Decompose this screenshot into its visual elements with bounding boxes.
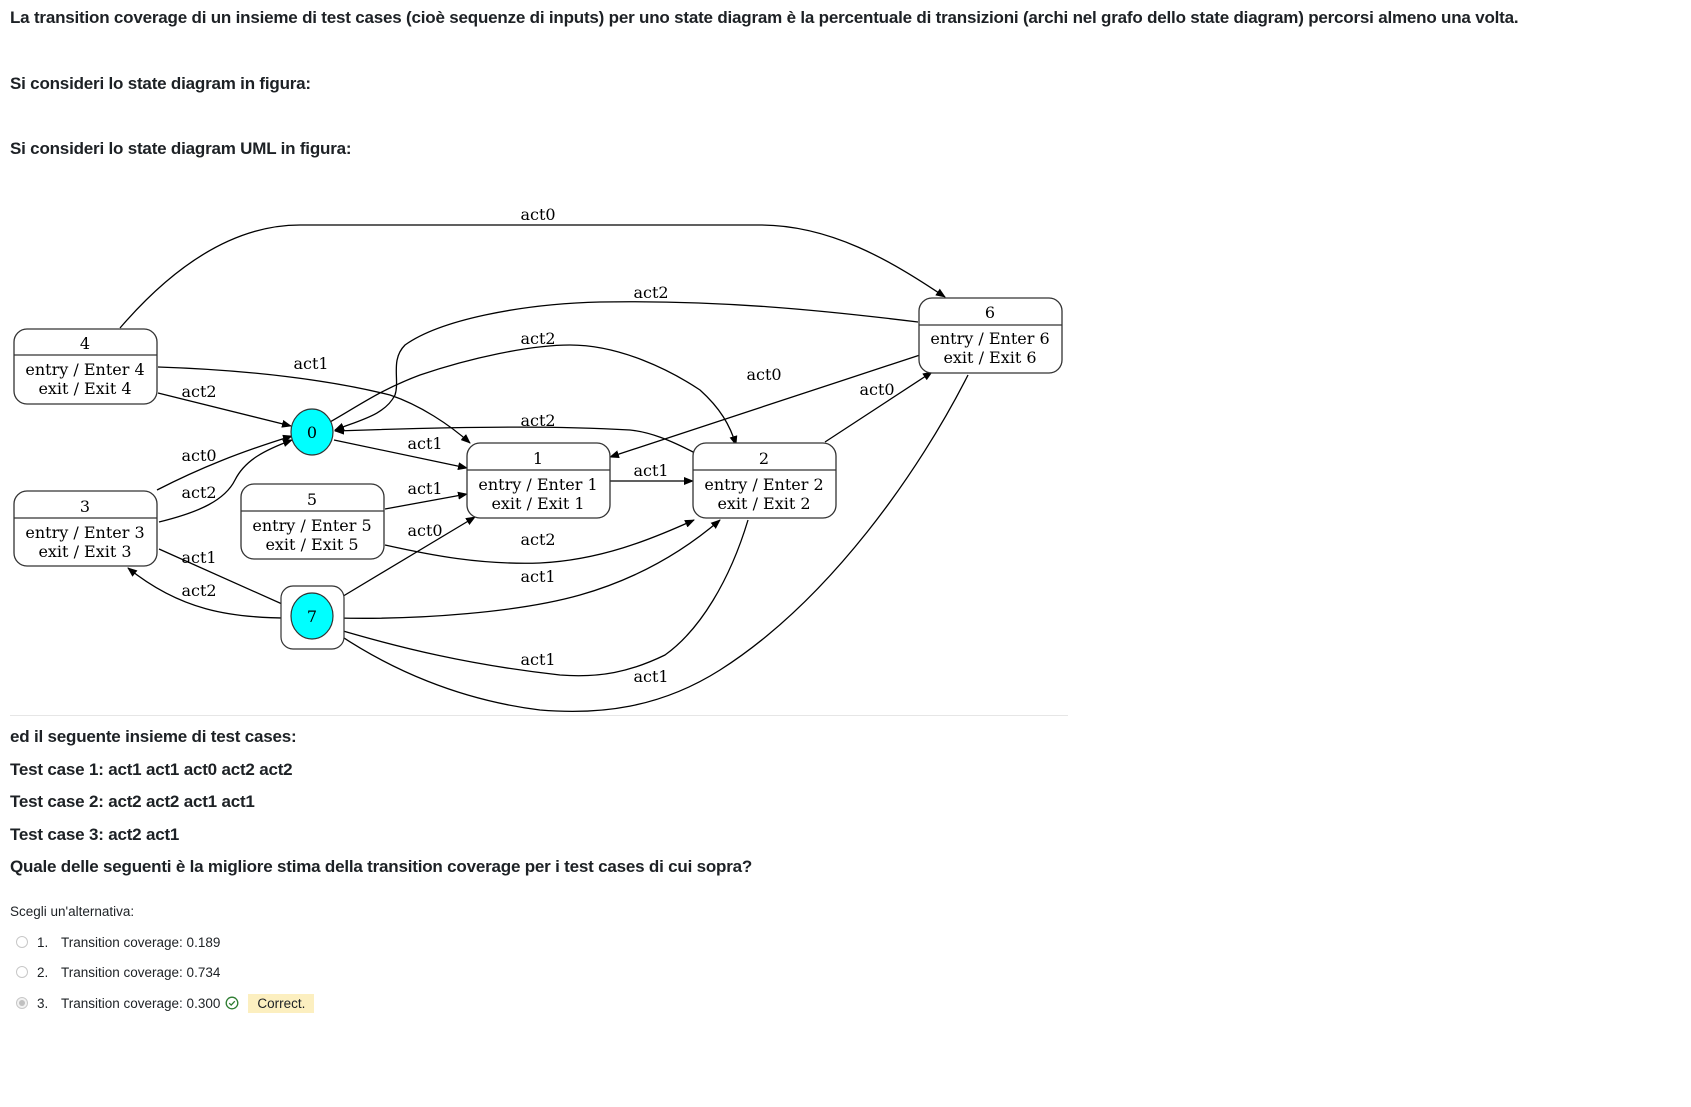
edge-2-6-act0: [824, 371, 933, 443]
radio-button[interactable]: [16, 966, 28, 978]
state-4-entry: entry / Enter 4: [25, 360, 144, 379]
option-text: Transition coverage: 0.300: [61, 995, 221, 1011]
state-5-label: 5: [307, 490, 317, 509]
edge-label-5-1: act1: [407, 479, 442, 498]
question-text: Quale delle seguenti è la migliore stima…: [10, 857, 753, 876]
state-4[interactable]: 4 entry / Enter 4 exit / Exit 4: [13, 328, 158, 405]
correct-check-icon: [225, 996, 239, 1010]
state-diagram: 4 entry / Enter 4 exit / Exit 4 3 entry …: [13, 205, 1063, 713]
edge-label-3-0-act0: act0: [181, 446, 216, 465]
edge-label-3-7: act1: [181, 548, 216, 567]
question-consider-text: Si consideri lo state diagram in figura:: [10, 74, 311, 93]
edge-label-6-7: act1: [633, 667, 668, 686]
edge-label-7-3: act2: [181, 581, 216, 600]
test-cases-intro: ed il seguente insieme di test cases:: [10, 727, 297, 746]
answer-option-1[interactable]: 1. Transition coverage: 0.189: [16, 931, 220, 953]
state-0-initial[interactable]: 0: [290, 408, 334, 456]
state-2-label: 2: [759, 449, 769, 468]
edge-label-5-2: act2: [520, 530, 555, 549]
state-0-label: 0: [307, 423, 317, 442]
answer-prompt: Scegli un'alternativa:: [10, 904, 135, 919]
feedback-badge: Correct.: [248, 993, 315, 1013]
edge-label-1-2: act1: [633, 461, 668, 480]
edge-3-7-act1: [158, 548, 292, 609]
edge-label-6-0: act2: [633, 283, 668, 302]
edge-3-0-act2: [158, 439, 293, 523]
answer-option-2[interactable]: 2. Transition coverage: 0.734: [16, 961, 220, 983]
test-case-2: Test case 2: act2 act2 act1 act1: [10, 792, 255, 811]
radio-button-selected[interactable]: [16, 997, 28, 1009]
question-intro: La transition coverage di un insieme di …: [10, 8, 1519, 27]
state-2-exit: exit / Exit 2: [717, 494, 810, 513]
edge-6-1-act0: [609, 354, 921, 458]
option-number: 2.: [37, 964, 49, 980]
edge-label-7-1: act0: [407, 521, 442, 540]
state-6-entry: entry / Enter 6: [930, 329, 1049, 348]
state-6-exit: exit / Exit 6: [943, 348, 1036, 367]
edge-label-0-2: act2: [520, 329, 555, 348]
edge-6-7-act1: [331, 374, 969, 713]
edge-7-3-act2: [127, 567, 290, 619]
edge-label-0-1: act1: [407, 434, 442, 453]
option-number: 1.: [37, 934, 49, 950]
edge-label-2-6: act0: [859, 380, 894, 399]
state-4-exit: exit / Exit 4: [38, 379, 131, 398]
edge-7-2-act1: [336, 519, 721, 619]
question-consider-uml-text: Si consideri lo state diagram UML in fig…: [10, 139, 352, 158]
edge-4-6-act0: [119, 224, 946, 329]
state-6[interactable]: 6 entry / Enter 6 exit / Exit 6: [918, 297, 1063, 374]
edge-0-2-act2: [329, 344, 738, 446]
edge-5-2-act2: [384, 519, 695, 564]
state-1-exit: exit / Exit 1: [491, 494, 584, 513]
edge-2-0-act2: [334, 426, 696, 454]
edge-4-1-act1: [157, 366, 471, 444]
state-7-final[interactable]: 7: [280, 585, 345, 650]
state-5-exit: exit / Exit 5: [265, 535, 358, 554]
test-case-3: Test case 3: act2 act1: [10, 825, 180, 844]
edge-2-7-act1: [332, 519, 749, 677]
divider: [10, 715, 1068, 716]
edge-label-2-0: act2: [520, 411, 555, 430]
state-7-label: 7: [307, 607, 317, 626]
edge-label-4-0: act2: [181, 382, 216, 401]
state-3-label: 3: [80, 497, 90, 516]
state-3-entry: entry / Enter 3: [25, 523, 144, 542]
state-1[interactable]: 1 entry / Enter 1 exit / Exit 1: [466, 442, 611, 519]
edge-label-2-7: act1: [520, 650, 555, 669]
option-number: 3.: [37, 995, 49, 1011]
test-case-1: Test case 1: act1 act1 act0 act2 act2: [10, 760, 293, 779]
edge-5-1-act1: [384, 491, 468, 510]
state-5[interactable]: 5 entry / Enter 5 exit / Exit 5: [240, 483, 385, 560]
state-3-exit: exit / Exit 3: [38, 542, 131, 561]
state-5-entry: entry / Enter 5: [252, 516, 371, 535]
state-6-label: 6: [985, 303, 995, 322]
state-3[interactable]: 3 entry / Enter 3 exit / Exit 3: [13, 490, 158, 567]
state-4-label: 4: [80, 334, 90, 353]
edge-label-4-6: act0: [520, 205, 555, 224]
edge-label-3-0-act2: act2: [181, 483, 216, 502]
edge-0-1-act1: [333, 439, 468, 471]
edge-label-6-1: act0: [746, 365, 781, 384]
option-text: Transition coverage: 0.189: [61, 934, 221, 950]
edge-4-0-act2: [157, 392, 292, 428]
edge-6-0-act2: [334, 301, 919, 431]
edge-7-1-act0: [334, 516, 476, 602]
edge-label-4-1: act1: [293, 354, 328, 373]
state-2[interactable]: 2 entry / Enter 2 exit / Exit 2: [692, 442, 837, 519]
answer-option-3[interactable]: 3. Transition coverage: 0.300 Correct.: [16, 992, 315, 1014]
radio-button[interactable]: [16, 936, 28, 948]
state-1-entry: entry / Enter 1: [478, 475, 597, 494]
state-1-label: 1: [533, 449, 543, 468]
edge-label-7-2: act1: [520, 567, 555, 586]
option-text: Transition coverage: 0.734: [61, 964, 221, 980]
edge-3-0-act0: [156, 434, 293, 491]
state-2-entry: entry / Enter 2: [704, 475, 823, 494]
